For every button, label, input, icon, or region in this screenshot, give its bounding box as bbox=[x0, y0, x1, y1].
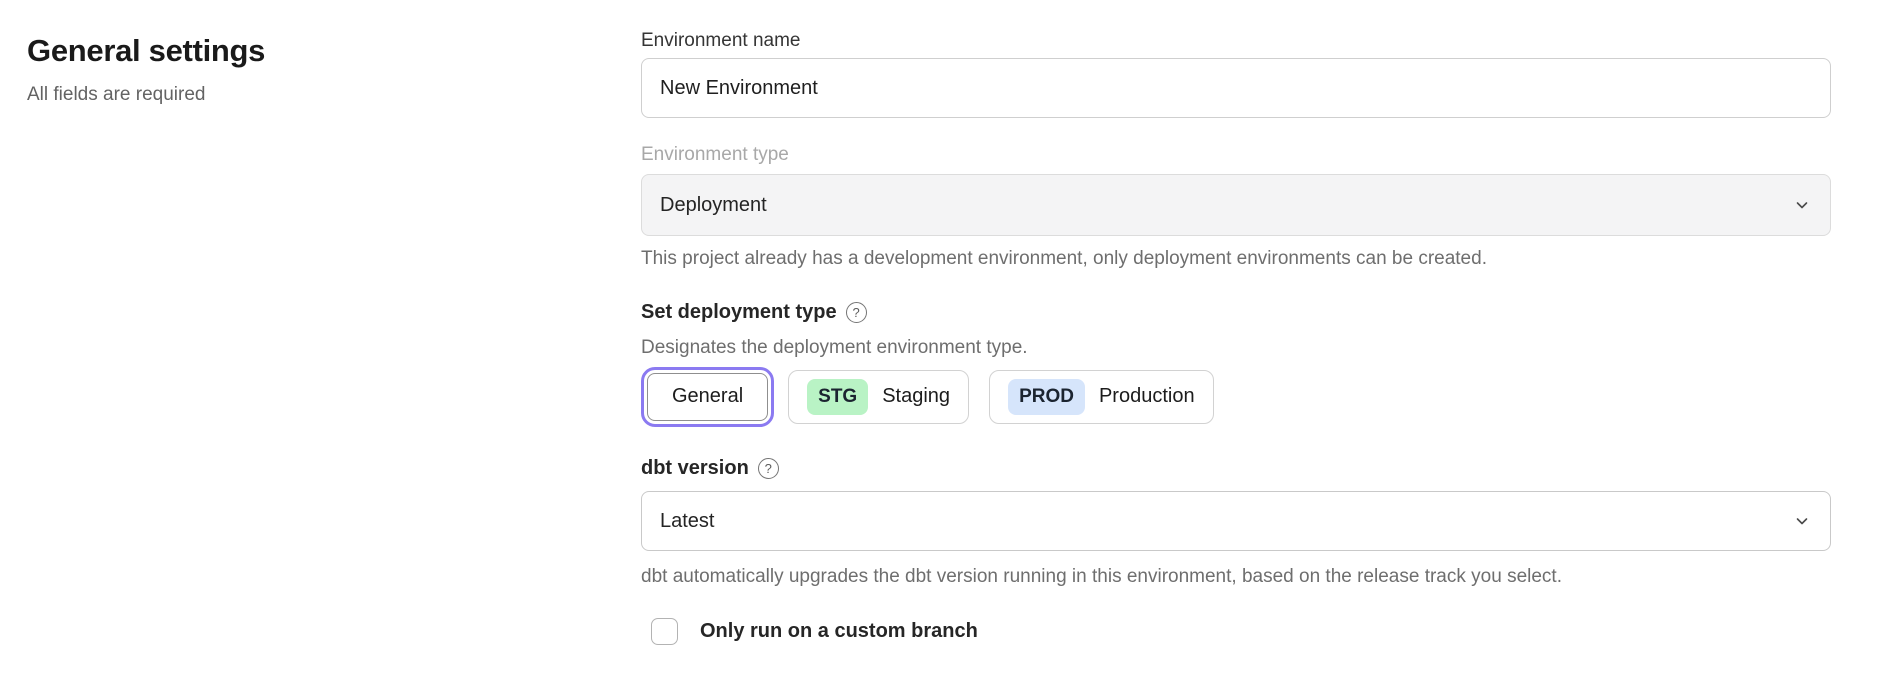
page-subtitle: All fields are required bbox=[27, 84, 641, 106]
dbt-version-section-label: dbt version ? bbox=[641, 456, 1831, 480]
deployment-type-description: Designates the deployment environment ty… bbox=[641, 337, 1831, 359]
environment-type-value: Deployment bbox=[660, 194, 767, 217]
chevron-down-icon bbox=[1792, 195, 1812, 215]
option-general-label: General bbox=[672, 385, 743, 408]
chevron-down-icon bbox=[1792, 511, 1812, 531]
dbt-version-value: Latest bbox=[660, 510, 714, 533]
environment-name-label: Environment name bbox=[641, 30, 1831, 52]
option-production-label: Production bbox=[1099, 385, 1195, 408]
custom-branch-row: Only run on a custom branch bbox=[651, 618, 1831, 645]
deployment-type-option-staging[interactable]: STG Staging bbox=[788, 370, 969, 424]
environment-form: Environment name Environment type Deploy… bbox=[641, 0, 1831, 645]
deployment-type-option-general[interactable]: General bbox=[647, 373, 768, 421]
environment-type-helper: This project already has a development e… bbox=[641, 248, 1831, 270]
dbt-version-helper: dbt automatically upgrades the dbt versi… bbox=[641, 566, 1831, 588]
dbt-version-label-text: dbt version bbox=[641, 456, 749, 480]
environment-type-select[interactable]: Deployment bbox=[641, 174, 1831, 236]
deployment-type-label-text: Set deployment type bbox=[641, 300, 837, 324]
environment-type-label: Environment type bbox=[641, 144, 1831, 166]
staging-badge: STG bbox=[807, 379, 868, 415]
custom-branch-checkbox[interactable] bbox=[651, 618, 678, 645]
custom-branch-label: Only run on a custom branch bbox=[700, 620, 978, 643]
production-badge: PROD bbox=[1008, 379, 1085, 415]
page-title: General settings bbox=[27, 33, 641, 69]
help-icon[interactable]: ? bbox=[758, 458, 779, 479]
general-settings-page: General settings All fields are required… bbox=[0, 0, 1890, 645]
help-icon[interactable]: ? bbox=[846, 302, 867, 323]
deployment-type-option-production[interactable]: PROD Production bbox=[989, 370, 1214, 424]
deployment-type-section-label: Set deployment type ? bbox=[641, 300, 1831, 324]
deployment-type-options: General STG Staging PROD Production bbox=[641, 365, 1831, 428]
dbt-version-select[interactable]: Latest bbox=[641, 491, 1831, 551]
environment-name-input[interactable] bbox=[641, 58, 1831, 118]
settings-header: General settings All fields are required bbox=[0, 0, 641, 645]
option-staging-label: Staging bbox=[882, 385, 950, 408]
